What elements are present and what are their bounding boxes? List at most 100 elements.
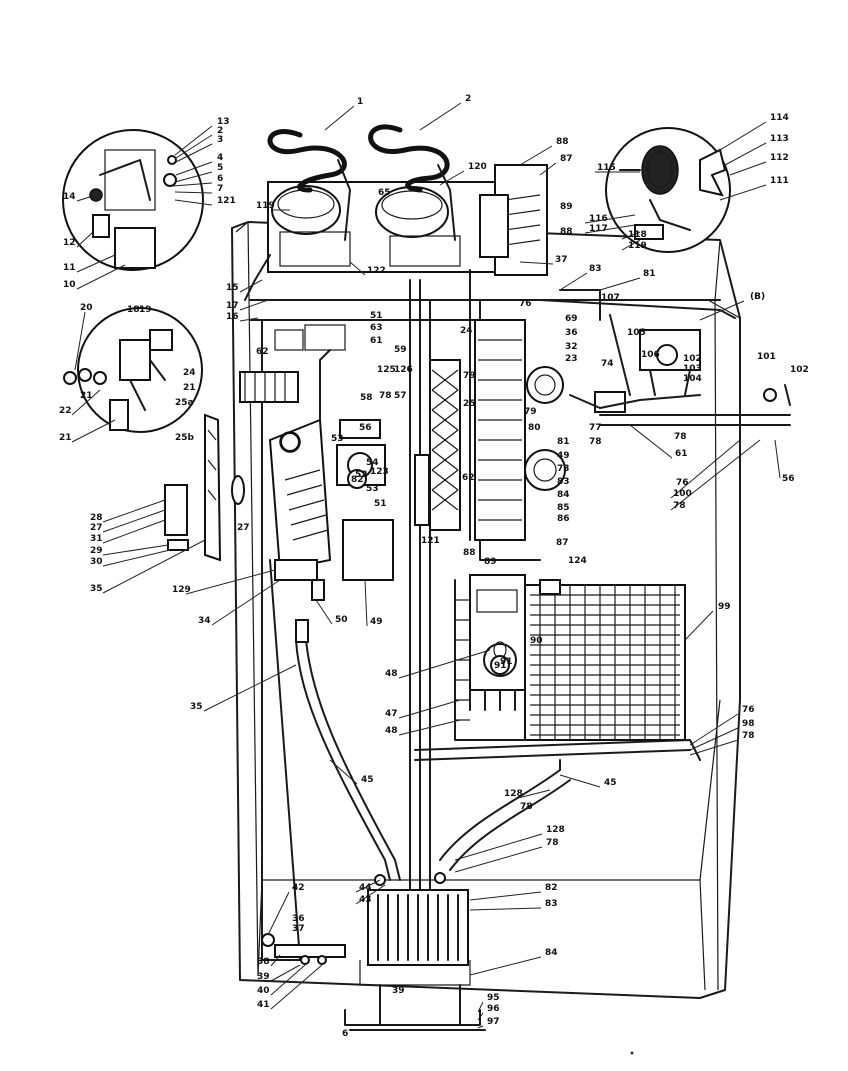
part-label: 119: [628, 241, 647, 251]
part-label: 57: [394, 391, 407, 401]
part-label: 90: [530, 636, 543, 646]
part-label: 37: [292, 924, 305, 934]
part-label: 89: [560, 202, 573, 212]
part-label: 20: [80, 303, 93, 313]
part-label: 48: [385, 669, 398, 679]
inset-detail-fan: [605, 127, 731, 253]
part-label: 29: [90, 546, 103, 556]
part-label: 3: [217, 135, 223, 145]
part-label: 123: [370, 467, 389, 477]
part-label: 116: [589, 214, 608, 224]
bottom-coil: [261, 872, 471, 986]
part-label: 115: [597, 163, 616, 173]
part-label: 76: [519, 299, 532, 309]
callout-56: 56: [284, 438, 297, 448]
part-label: 87: [560, 154, 573, 164]
part-label: 83: [589, 264, 602, 274]
part-label: 102: [683, 354, 702, 364]
part-label: 41: [257, 1000, 270, 1010]
part-label: 58: [360, 393, 373, 403]
part-label: 74: [601, 359, 614, 369]
part-label: 79: [524, 407, 537, 417]
part-label: 34: [198, 616, 211, 626]
part-label: 25: [463, 399, 476, 409]
part-label: 42: [292, 883, 305, 893]
part-label: 15: [226, 283, 239, 293]
part-label: 35: [190, 702, 203, 712]
part-label: 77: [589, 423, 602, 433]
part-label: 106: [641, 350, 660, 360]
part-label: 53: [366, 484, 379, 494]
part-label: 31: [90, 534, 103, 544]
part-label: 76: [742, 705, 755, 715]
evaporator-column: [429, 319, 566, 541]
part-label: 78: [742, 731, 755, 741]
part-label: 30: [90, 557, 103, 567]
part-label: 81: [557, 437, 570, 447]
part-label: 22: [59, 406, 72, 416]
part-label: 6: [217, 174, 223, 184]
refrigerant-lines: [249, 269, 791, 1031]
part-label: 76: [676, 478, 689, 488]
part-label: 103: [683, 364, 702, 374]
part-label: 101: [757, 352, 776, 362]
part-label: 14: [63, 192, 76, 202]
part-label: 24: [183, 368, 196, 378]
part-label: 62: [462, 473, 475, 483]
part-label: 97: [487, 1017, 500, 1027]
part-label: 89: [484, 557, 497, 567]
part-label: 78: [546, 838, 559, 848]
compressor-assembly: [244, 124, 548, 301]
part-label: 88: [556, 137, 569, 147]
part-label: 45: [604, 778, 617, 788]
part-label: 105: [627, 328, 646, 338]
part-label: 80: [528, 423, 541, 433]
part-label: 25a: [175, 398, 194, 408]
part-label: 128: [504, 789, 523, 799]
part-label: 86: [557, 514, 570, 524]
part-label: 27: [90, 523, 103, 533]
part-label: 78: [379, 391, 392, 401]
part-label: 61: [370, 336, 383, 346]
part-label: 11: [63, 263, 76, 273]
part-label: 91: [500, 657, 513, 667]
part-label: 45: [361, 775, 374, 785]
part-label: 40: [257, 986, 270, 996]
damper-assembly: [569, 314, 791, 413]
part-label: 47: [385, 709, 398, 719]
part-label: 73: [557, 464, 570, 474]
part-label: 37: [555, 255, 568, 265]
part-label: 78: [673, 501, 686, 511]
part-label: 84: [545, 948, 558, 958]
part-label: 53: [331, 434, 344, 444]
part-label: 79: [463, 371, 476, 381]
part-label: 2: [465, 94, 471, 104]
part-label: 4: [217, 153, 223, 163]
part-label: 126: [394, 365, 413, 375]
condenser-coil: [454, 574, 686, 741]
part-label: 1: [357, 97, 363, 107]
part-label: 21: [80, 391, 93, 401]
part-label: 16: [226, 312, 239, 322]
part-label: 61: [675, 449, 688, 459]
part-label: 28: [90, 513, 103, 523]
part-label: 83: [557, 477, 570, 487]
part-label: 43: [359, 895, 372, 905]
part-label: 121: [217, 196, 236, 206]
part-label: 111: [770, 176, 789, 186]
part-label: 117: [589, 224, 608, 234]
part-label: 36: [292, 914, 305, 924]
part-label: 104: [683, 374, 702, 384]
part-label: 50: [335, 615, 348, 625]
part-label: 49: [557, 451, 570, 461]
leader-lines: [71, 102, 781, 1029]
part-label: 88: [560, 227, 573, 237]
part-label: 95: [487, 993, 500, 1003]
part-label: 85: [557, 503, 570, 513]
part-label: 52: [355, 470, 368, 480]
stray-dot: [630, 1051, 634, 1055]
part-label: 54: [366, 458, 379, 468]
callout-82: 82: [351, 475, 364, 485]
part-label: 17: [226, 301, 239, 311]
